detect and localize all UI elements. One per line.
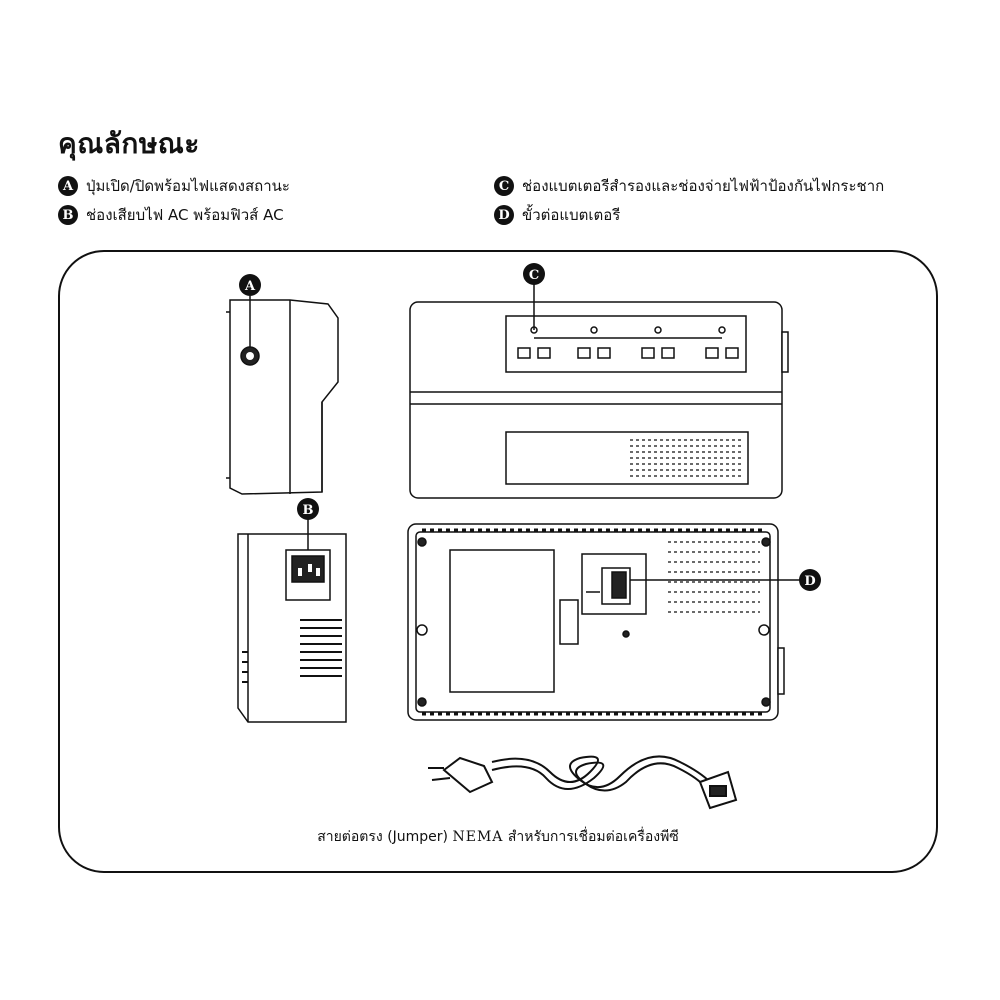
side-view-power bbox=[226, 296, 339, 495]
page-title: คุณลักษณะ bbox=[58, 127, 200, 160]
caption-text-post: สำหรับการเชื่อมต่อเครื่องพีซี bbox=[503, 829, 679, 845]
legend-item-c: C ช่องแบตเตอรีสำรองและช่องจ่ายไฟฟ้าป้องก… bbox=[494, 174, 884, 198]
caption-text-nema: NEMA bbox=[452, 829, 504, 845]
caption-text-pre: สายต่อตรง (Jumper) bbox=[317, 829, 453, 845]
figure-caption: สายต่อตรง (Jumper) NEMA สำหรับการเชื่อมต… bbox=[60, 826, 936, 848]
product-figure: A B C D สายต่อตรง (Jumper) NEMA สำหรับกา… bbox=[58, 250, 938, 873]
front-view bbox=[409, 282, 789, 499]
legend-badge-b: B bbox=[58, 205, 78, 225]
back-view bbox=[407, 523, 800, 721]
svg-text:A: A bbox=[244, 279, 256, 294]
outlet-icons bbox=[517, 326, 739, 359]
legend-badge-c: C bbox=[494, 176, 514, 196]
legend-badge-a: A bbox=[58, 176, 78, 196]
marker-c: C bbox=[523, 263, 545, 285]
legend-text-c: ช่องแบตเตอรีสำรองและช่องจ่ายไฟฟ้าป้องกัน… bbox=[522, 177, 885, 195]
legend-item-a: A ปุ่มเปิด/ปิดพร้อมไฟแสดงสถานะ bbox=[58, 174, 290, 198]
power-cord bbox=[428, 755, 738, 810]
marker-b: B bbox=[297, 498, 319, 520]
legend-text-a: ปุ่มเปิด/ปิดพร้อมไฟแสดงสถานะ bbox=[86, 177, 290, 195]
side-view-ac-inlet bbox=[237, 516, 347, 723]
svg-text:D: D bbox=[804, 574, 815, 589]
marker-a: A bbox=[239, 274, 261, 296]
outlet-panel bbox=[505, 315, 747, 373]
marker-d: D bbox=[799, 569, 821, 591]
svg-text:B: B bbox=[303, 503, 314, 518]
legend-text-d: ขั้วต่อแบตเตอรี bbox=[522, 206, 621, 224]
figure-drawing: A B C D bbox=[226, 263, 821, 810]
legend-badge-d: D bbox=[494, 205, 514, 225]
legend-item-d: D ขั้วต่อแบตเตอรี bbox=[494, 203, 620, 227]
legend-text-b: ช่องเสียบไฟ AC พร้อมฟิวส์ AC bbox=[86, 206, 284, 224]
legend-item-b: B ช่องเสียบไฟ AC พร้อมฟิวส์ AC bbox=[58, 203, 284, 227]
svg-text:C: C bbox=[529, 268, 539, 283]
vent-grill bbox=[630, 439, 742, 477]
